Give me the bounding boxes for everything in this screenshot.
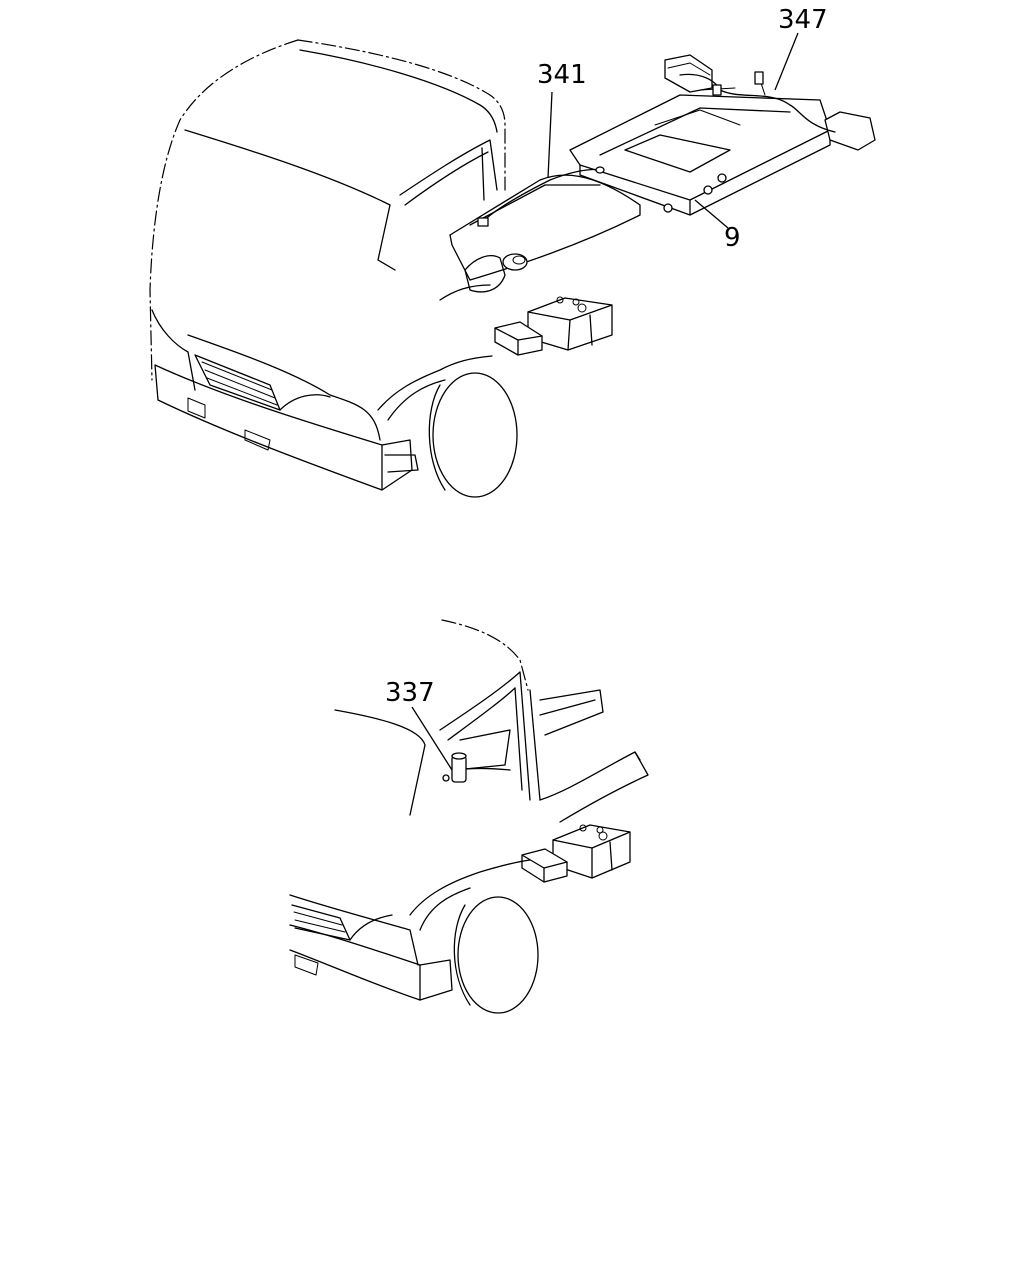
harness-347 [679,73,836,133]
leader-337 [411,706,453,771]
callout-label-337: 337 [385,678,435,708]
rear-frame [569,94,831,201]
top-view-truck [149,39,876,498]
washer-tank [451,755,467,783]
callout-label-347: 347 [778,5,828,35]
bolt-9c [717,173,727,183]
cab-front [151,309,196,391]
rear-block-right [824,111,876,151]
cab-outline-bottom [441,619,529,691]
front-wheel-bottom [457,896,539,1014]
rear-block-left [664,54,713,93]
leader-341 [547,91,553,179]
step-box-top [494,321,543,356]
bolt-9b [703,185,713,195]
windshield [377,204,396,271]
leader-347 [774,32,799,91]
leader-9 [694,199,729,229]
callout-341: 341 [537,60,587,179]
chassis-rail-lower [539,751,649,823]
chassis-rail-upper [539,689,604,736]
callout-337: 337 [385,678,453,771]
callout-347: 347 [774,5,828,91]
harness-341 [481,168,601,223]
front-fender [377,355,493,411]
step-box-bottom [521,848,568,883]
front-wheel [432,372,518,498]
chassis-bracket [464,255,506,293]
callout-label-9: 9 [724,223,741,253]
bolt-9a [663,203,673,213]
chassis-frame-left [449,174,641,281]
cab-outline [297,39,506,191]
battery-box-bottom [552,824,631,879]
bottom-view-truck [289,619,649,1014]
bumper-bottom [289,924,421,1001]
callout-label-341: 341 [537,60,587,90]
callout-9: 9 [694,199,741,253]
